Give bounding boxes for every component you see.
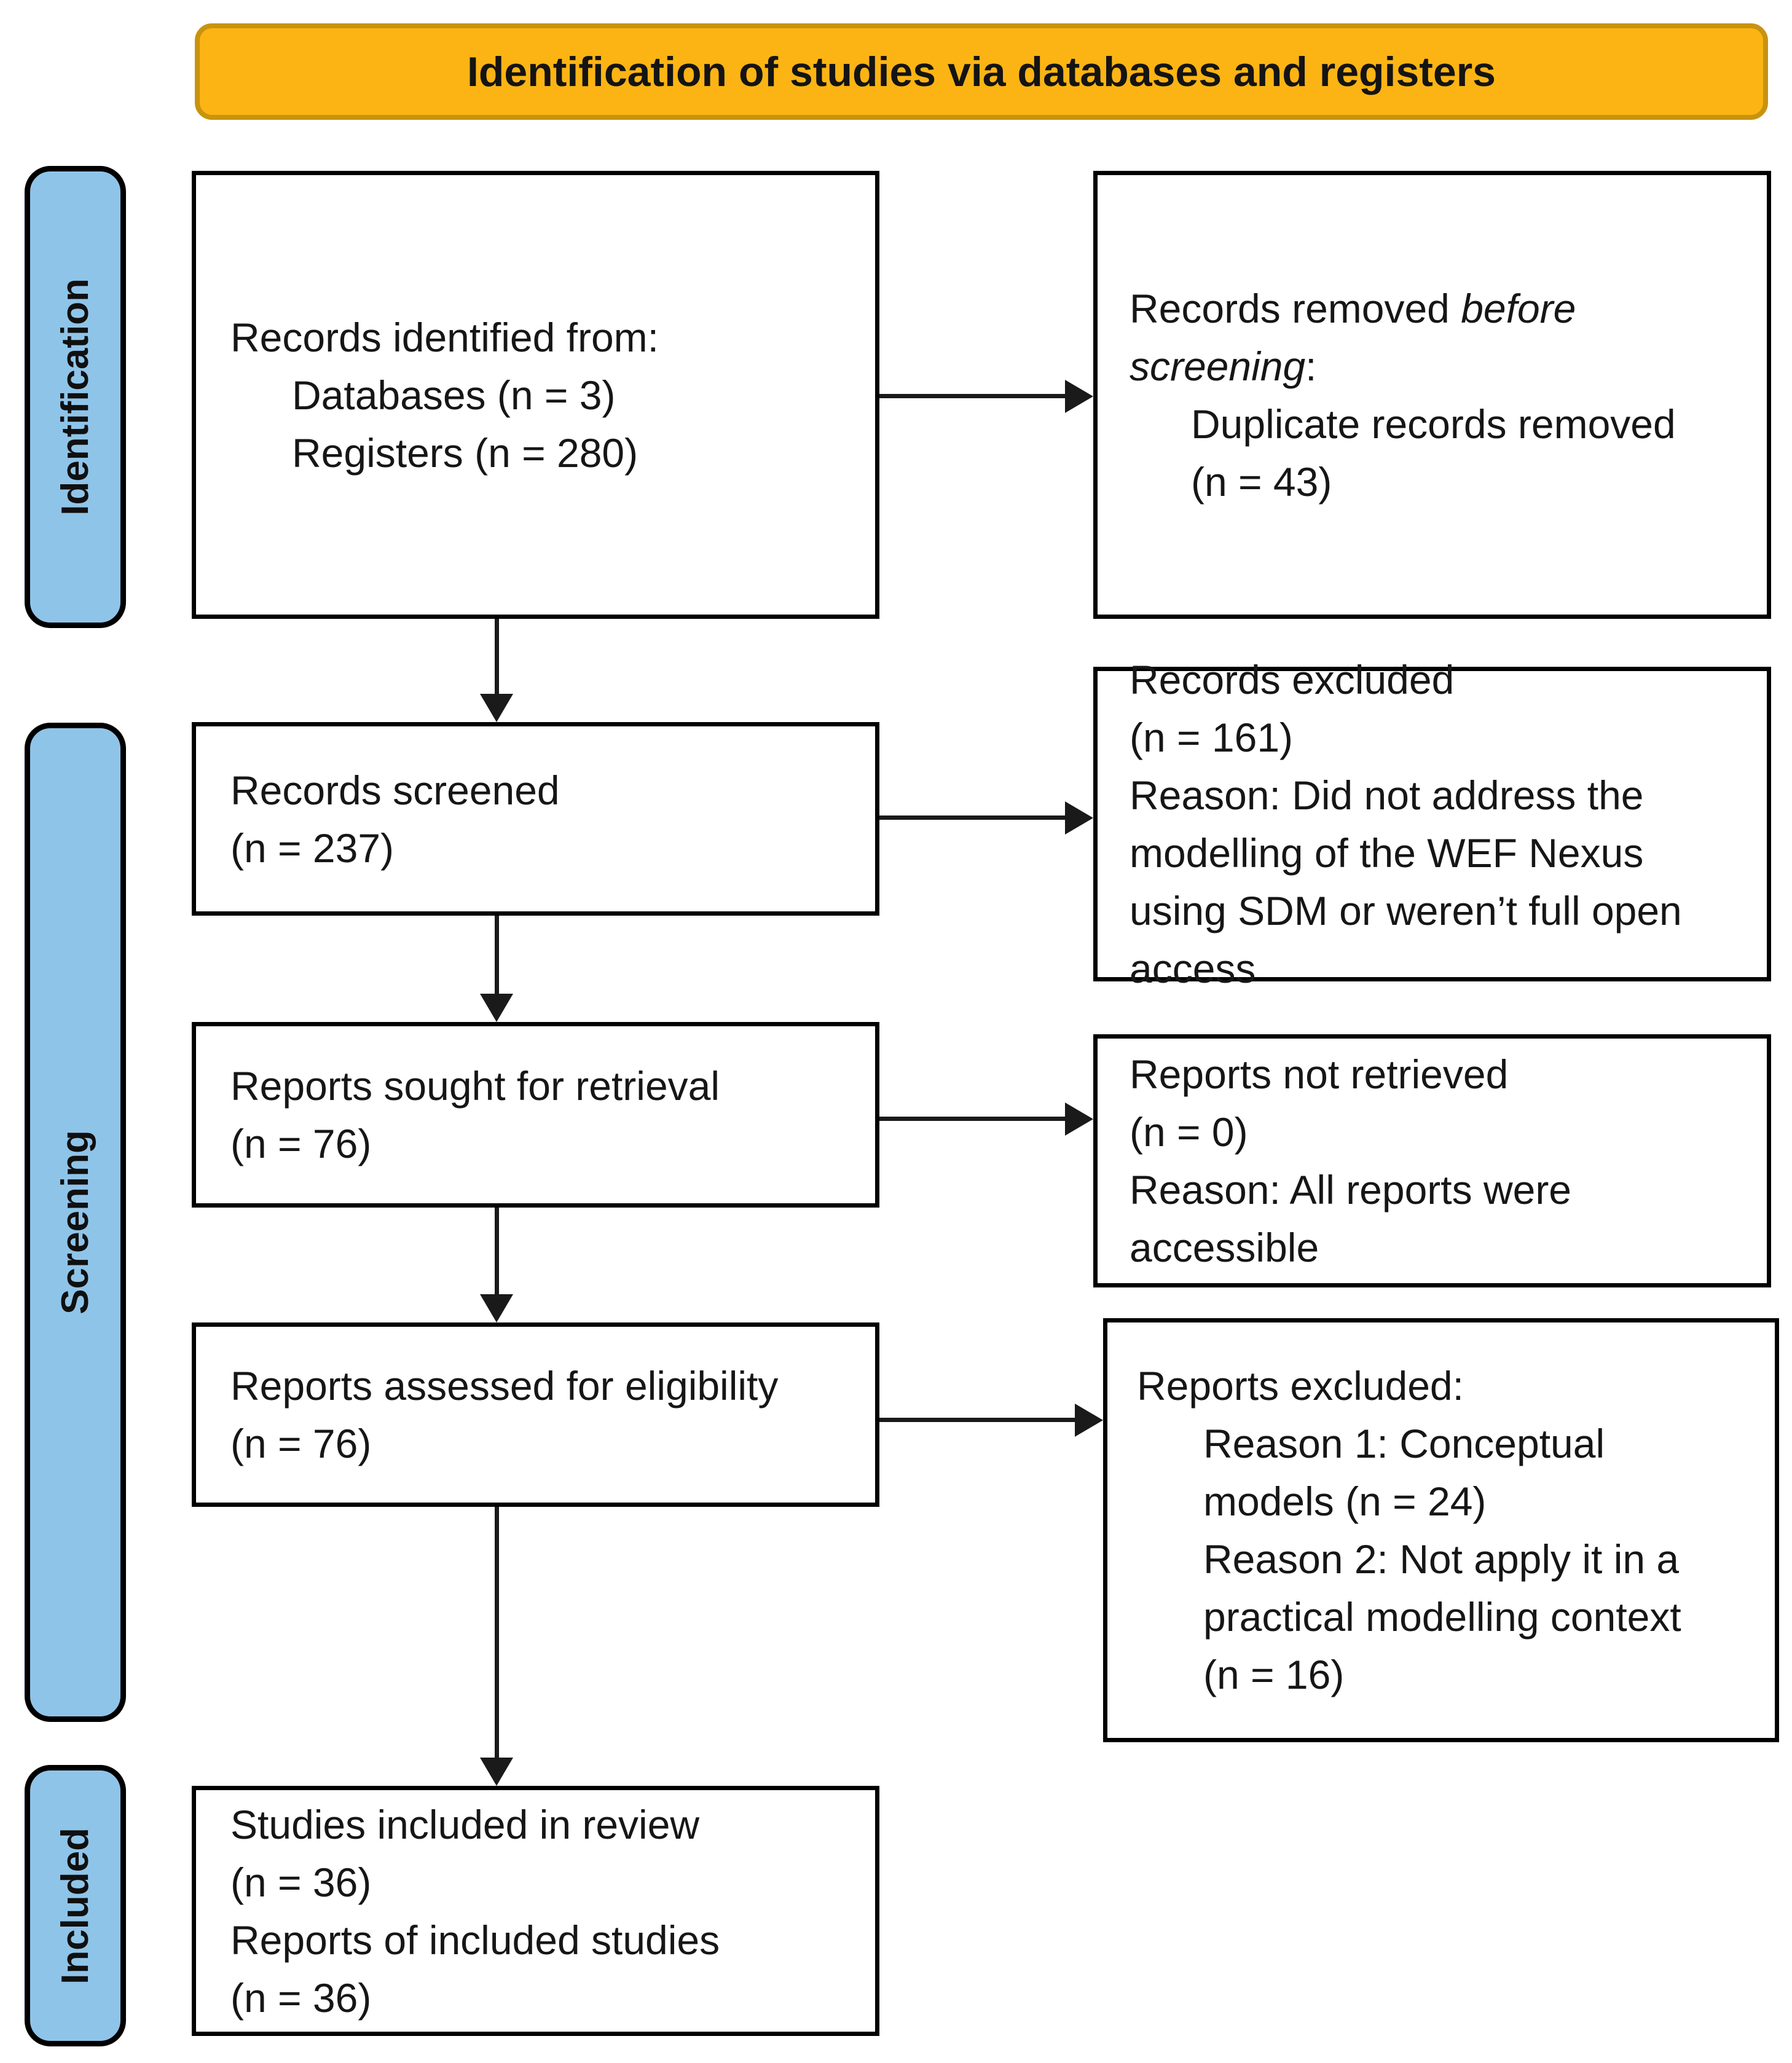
records-excluded-title: Records excluded [1130,657,1455,702]
reports-sought-title: Reports sought for retrieval [230,1063,720,1109]
records-identified-registers: Registers (n = 280) [292,430,639,476]
box-records-identified: Records identified from: Databases (n = … [192,171,879,619]
records-removed-line2: screening: [1130,337,1745,395]
arrow-screened-to-excluded-head-icon [1065,801,1093,835]
arrow-sought-to-not-retrieved-line [879,1117,1065,1121]
box-records-screened: Records screened (n = 237) [192,722,879,916]
reports-excluded-reason1: Reason 1: Conceptual models (n = 24) [1203,1421,1605,1524]
reports-excluded-reason2: Reason 2: Not apply it in a practical mo… [1203,1536,1681,1697]
studies-included-line1: Studies included in review [230,1801,700,1847]
arrow-sought-to-assessed-head-icon [480,1294,513,1322]
arrow-identified-to-removed-line [879,394,1065,398]
arrow-assessed-to-included-head-icon [480,1758,513,1786]
box-records-removed-before-screening: Records removed before screening: Duplic… [1093,171,1771,619]
reports-not-retrieved-title: Reports not retrieved [1130,1051,1509,1097]
arrow-identified-to-removed-head-icon [1065,380,1093,413]
box-studies-included-in-review: Studies included in review (n = 36) Repo… [192,1786,879,2036]
box-reports-assessed-for-eligibility: Reports assessed for eligibility (n = 76… [192,1322,879,1507]
records-removed-line1-normal: Records removed [1130,285,1461,331]
stage-label-included: Included [25,1765,126,2046]
records-screened-title: Records screened [230,767,560,813]
stage-label-screening-text: Screening [54,1130,96,1314]
arrow-screened-to-sought-line [495,916,499,994]
records-identified-databases: Databases (n = 3) [292,372,616,418]
stage-label-screening: Screening [25,723,126,1722]
stage-label-identification: Identification [25,166,126,628]
reports-not-retrieved-count: (n = 0) [1130,1109,1248,1155]
reports-excluded-title: Reports excluded: [1137,1363,1464,1409]
banner-title: Identification of studies via databases … [466,48,1496,95]
studies-included-count1: (n = 36) [230,1859,372,1905]
records-removed-count: (n = 43) [1191,458,1332,505]
records-removed-line1: Records removed before [1130,280,1745,337]
arrow-screened-to-excluded-line [879,815,1065,820]
arrow-identified-to-screened-head-icon [480,694,513,722]
records-removed-line2-normal: : [1305,343,1317,389]
reports-sought-count: (n = 76) [230,1121,372,1166]
reports-assessed-count: (n = 76) [230,1421,372,1466]
records-removed-line2-italic: screening [1130,343,1306,389]
records-excluded-count: (n = 161) [1130,715,1293,760]
records-removed-item: Duplicate records removed [1191,401,1676,447]
studies-included-line2: Reports of included studies [230,1917,720,1963]
arrow-assessed-to-included-line [495,1507,499,1758]
box-records-excluded: Records excluded (n = 161) Reason: Did n… [1093,657,1771,991]
records-removed-line1-italic: before [1461,285,1576,331]
arrow-assessed-to-reports-excluded-head-icon [1075,1404,1103,1437]
banner-identification-of-studies: Identification of studies via databases … [195,23,1768,120]
reports-assessed-title: Reports assessed for eligibility [230,1363,779,1409]
records-screened-count: (n = 237) [230,825,394,871]
stage-label-identification-text: Identification [54,278,96,516]
box-reports-not-retrieved: Reports not retrieved (n = 0) Reason: Al… [1093,1034,1771,1287]
arrow-screened-to-sought-head-icon [480,994,513,1022]
arrow-assessed-to-reports-excluded-line [879,1418,1075,1422]
arrow-identified-to-screened-line [495,619,499,694]
arrow-sought-to-assessed-line [495,1208,499,1294]
arrow-sought-to-not-retrieved-head-icon [1065,1102,1093,1136]
stage-label-included-text: Included [54,1827,96,1984]
box-reports-excluded: Reports excluded: Reason 1: Conceptual m… [1103,1318,1779,1742]
box-reports-sought-for-retrieval: Reports sought for retrieval (n = 76) [192,1022,879,1208]
records-identified-intro: Records identified from: [230,314,659,360]
reports-not-retrieved-reason: Reason: All reports were accessible [1130,1167,1572,1270]
studies-included-count2: (n = 36) [230,1975,372,2021]
records-excluded-reason: Reason: Did not address the modelling of… [1130,772,1682,991]
